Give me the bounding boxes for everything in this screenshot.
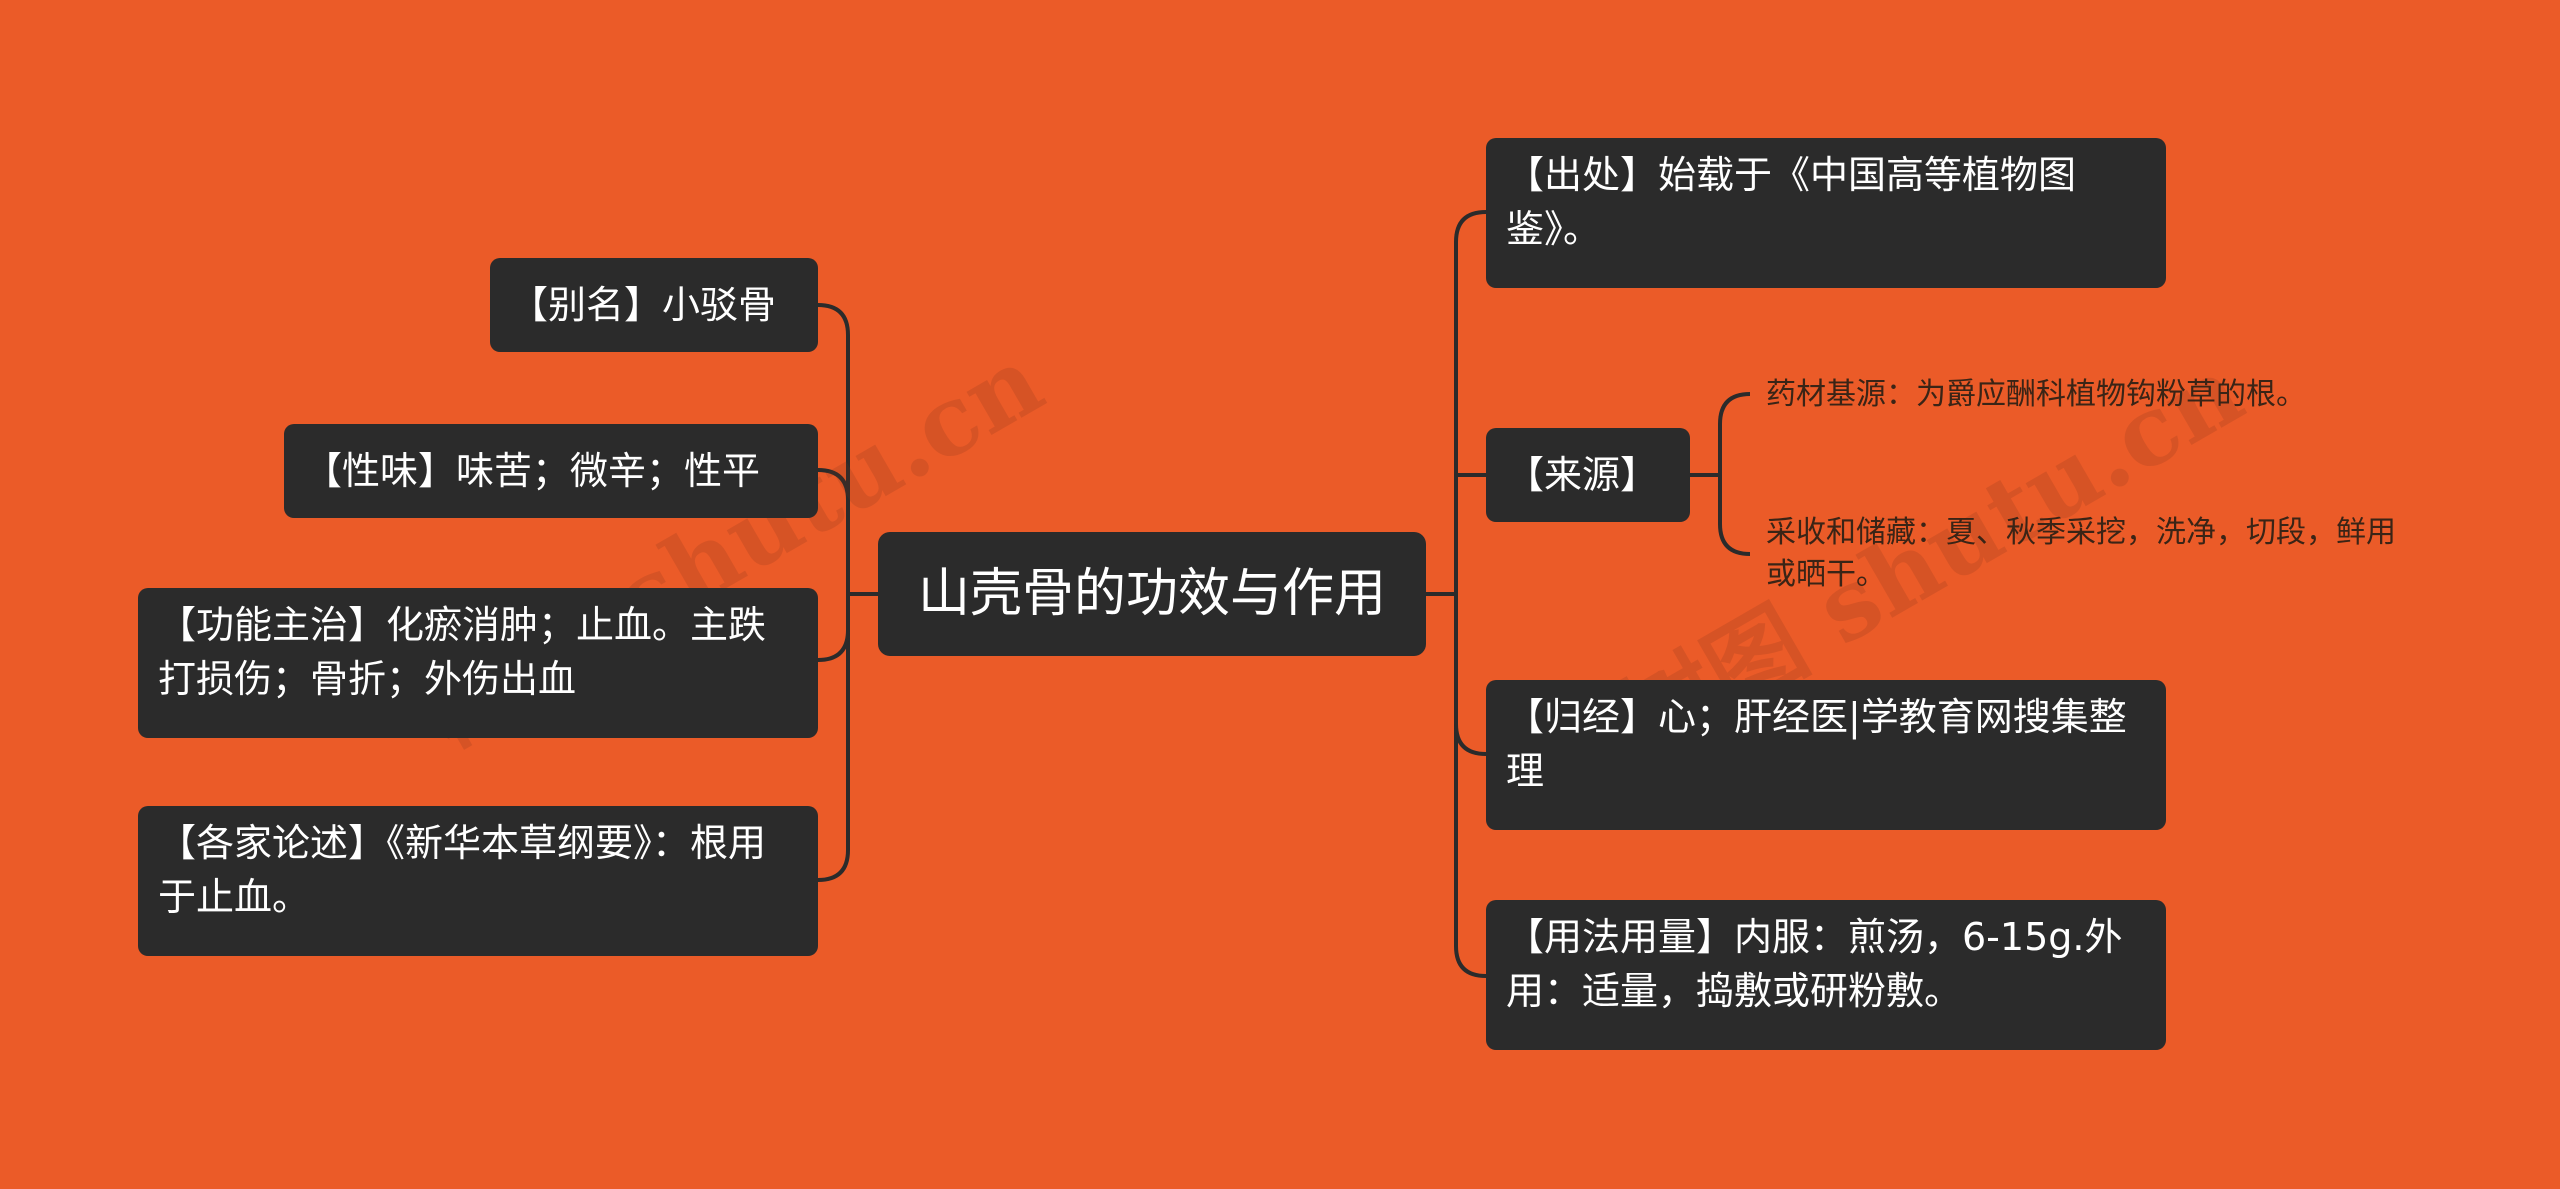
node-indications[interactable]: 【功能主治】化瘀消肿；止血。主跌打损伤；骨折；外伤出血 [138,588,818,738]
node-alias[interactable]: 【别名】小驳骨 [490,258,818,352]
node-discussions[interactable]: 【各家论述】《新华本草纲要》：根用于止血。 [138,806,818,956]
leaf-harvest-storage[interactable]: 采收和储藏：夏、秋季采挖，洗净，切段，鲜用或晒干。 [1766,515,2396,592]
node-meridian[interactable]: 【归经】心；肝经医|学教育网搜集整理 [1486,680,2166,830]
node-source[interactable]: 【来源】 [1486,428,1690,522]
central-topic[interactable]: 山壳骨的功效与作用 [878,532,1426,656]
leaf-herb-origin[interactable]: 药材基源：为爵应酬科植物钩粉草的根。 [1766,377,2306,412]
node-usage[interactable]: 【用法用量】内服：煎汤，6-15g.外用：适量，捣敷或研粉敷。 [1486,900,2166,1050]
node-origin[interactable]: 【出处】始载于《中国高等植物图鉴》。 [1486,138,2166,288]
node-taste[interactable]: 【性味】味苦；微辛；性平 [284,424,818,518]
